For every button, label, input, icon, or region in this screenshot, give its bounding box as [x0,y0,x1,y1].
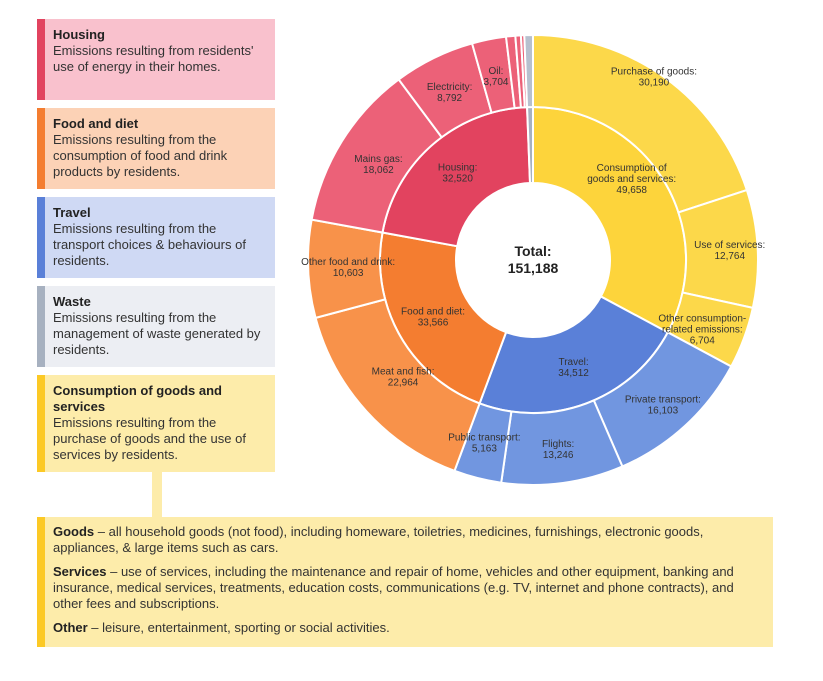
note-text: – leisure, entertainment, sporting or so… [87,620,390,635]
label-other-food-and-drink: Other food and drink:10,603 [301,257,395,279]
label-flights: Flights:13,246 [542,439,574,461]
label-use-of-services: Use of services:12,764 [694,240,765,262]
legend-description: Emissions resulting from residents' use … [53,43,254,74]
label-other-consumption-related-emissions: Other consumption-related emissions:6,70… [658,313,746,346]
legend-description: Emissions resulting from the transport c… [53,221,246,268]
note-text: – use of services, including the mainten… [53,564,734,611]
note-goods: Goods – all household goods (not food), … [53,524,763,556]
legend-card-waste: Waste Emissions resulting from the manag… [37,286,275,367]
label-housing: Housing:32,520 [438,163,477,185]
label-travel: Travel:34,512 [558,357,589,379]
label-public-transport: Public transport:5,163 [448,433,520,455]
legend-card-travel: Travel Emissions resulting from the tran… [37,197,275,278]
legend-card-housing: Housing Emissions resulting from residen… [37,19,275,100]
label-purchase-of-goods: Purchase of goods:30,190 [611,66,697,88]
legend-title: Waste [53,294,91,309]
label-electricity: Electricity:8,792 [427,82,473,104]
note-services: Services – use of services, including th… [53,564,763,612]
note-term: Other [53,620,88,635]
outer-ring [307,33,759,486]
note-text: – all household goods (not food), includ… [53,524,704,555]
label-private-transport: Private transport:16,103 [625,395,701,417]
total-value: 151,188 [508,260,559,276]
note-term: Goods [53,524,95,539]
note-term: Services [53,564,107,579]
legend-title: Consumption of goods and services [53,383,222,414]
legend-title: Food and diet [53,116,139,131]
legend-title: Travel [53,205,91,220]
inner-ring [379,105,687,414]
note-other: Other – leisure, entertainment, sporting… [53,620,763,636]
legend-description: Emissions resulting from the purchase of… [53,415,246,462]
outer-slice-waste [523,33,534,109]
legend-description: Emissions resulting from the management … [53,310,261,357]
connector-bar [152,472,162,518]
label-oil: Oil:3,704 [483,66,508,88]
legend-card-food-and-diet: Food and diet Emissions resulting from t… [37,108,275,189]
legend-title: Housing [53,27,105,42]
total-label: Total: [514,243,551,259]
legend-description: Emissions resulting from the consumption… [53,132,228,179]
label-meat-and-fish: Meat and fish:22,964 [372,367,435,389]
label-mains-gas: Mains gas:18,062 [354,154,402,176]
legend-card-consumption: Consumption of goods and services Emissi… [37,375,275,472]
definitions-panel: Goods – all household goods (not food), … [37,517,773,647]
label-food-and-diet: Food and diet:33,566 [401,306,465,328]
